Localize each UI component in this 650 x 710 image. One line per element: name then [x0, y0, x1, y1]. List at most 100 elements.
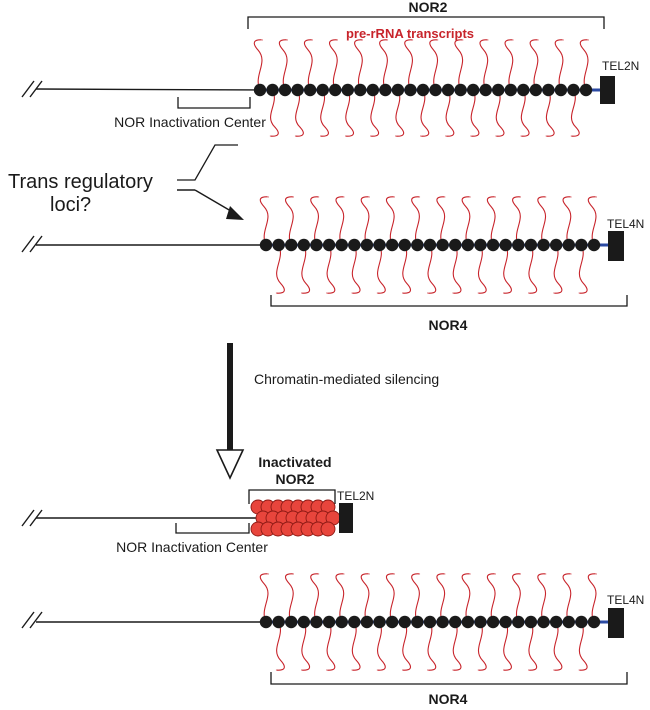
chromosome-break-mark — [29, 611, 43, 629]
pre-rrna-transcript — [454, 39, 464, 91]
rrna-gene-unit — [411, 615, 424, 629]
rrna-gene-unit — [335, 238, 348, 252]
rrna-gene-array — [253, 83, 593, 97]
pre-rrna-transcript — [326, 244, 336, 294]
rrna-gene-unit — [423, 238, 437, 252]
rrna-gene-unit — [554, 83, 568, 97]
chromosome-4-middle — [21, 196, 624, 294]
rrna-gene-unit — [360, 615, 374, 629]
pre-rrna-transcript — [545, 89, 555, 137]
pre-rrna-transcript — [477, 621, 487, 671]
pre-rrna-transcript — [562, 196, 572, 246]
pre-rrna-transcript — [512, 196, 521, 246]
arrowhead — [226, 206, 244, 220]
pre-rrna-transcript — [427, 621, 437, 671]
chromosome-break-mark — [21, 235, 35, 253]
rrna-gene-unit — [549, 615, 563, 629]
rrna-gene-array — [259, 238, 601, 252]
pre-rrna-transcript — [553, 621, 563, 671]
tel4n-label: TEL4N — [607, 217, 644, 231]
rrna-gene-unit — [348, 238, 361, 252]
rrna-gene-unit — [385, 238, 399, 252]
rrna-gene-unit — [404, 83, 417, 97]
rrna-gene-unit — [436, 615, 449, 629]
nor4-bracket — [270, 672, 628, 685]
pre-rrna-transcript — [320, 89, 329, 137]
rrna-gene-unit — [297, 615, 311, 629]
rrna-gene-unit — [474, 615, 487, 629]
chromosome-arm — [35, 88, 259, 91]
pre-rrna-transcript — [301, 244, 311, 294]
pre-rrna-transcript — [445, 89, 455, 137]
rrna-gene-unit — [266, 83, 279, 97]
pre-rrna-transcript — [436, 196, 446, 246]
pre-rrna-transcript — [354, 39, 363, 91]
rrna-gene-unit — [272, 238, 285, 252]
rrna-gene-unit — [329, 83, 342, 97]
rrna-gene-unit — [416, 83, 430, 97]
pre-rrna-transcript — [284, 573, 294, 623]
pre-rrna-transcript — [486, 196, 496, 246]
chromosome-break-mark — [21, 509, 35, 527]
inactivated-nor2-bracket — [248, 489, 336, 504]
rrna-gene-unit — [449, 238, 462, 252]
rrna-gene-unit — [373, 615, 386, 629]
pre-rrna-transcript — [479, 39, 489, 91]
pre-rrna-transcript — [278, 39, 288, 91]
pre-rrna-transcript — [495, 89, 505, 137]
pre-rrna-transcript — [520, 89, 530, 137]
pre-rrna-transcript — [360, 196, 370, 246]
telomere-block — [608, 231, 624, 261]
pre-rrna-transcript — [427, 244, 437, 294]
chromosome-break-mark — [29, 235, 43, 253]
nor2-bracket — [247, 16, 605, 29]
rrna-gene-unit — [385, 615, 399, 629]
pre-rrna-transcript — [351, 244, 361, 294]
pre-rrna-transcript — [461, 196, 471, 246]
pre-rrna-transcript — [295, 89, 304, 137]
pre-rrna-transcript — [276, 244, 285, 294]
nor4-label: NOR4 — [429, 317, 468, 333]
rrna-gene-unit — [366, 83, 380, 97]
trans-regulatory-label: Trans regulatory — [8, 171, 153, 193]
rrna-gene-unit — [504, 83, 517, 97]
transcript-group — [259, 196, 597, 294]
rrna-gene-unit — [517, 83, 530, 97]
rrna-gene-unit — [492, 83, 505, 97]
inactivated-label: Inactivated — [258, 454, 331, 470]
pre-rrna-transcript — [461, 573, 471, 623]
rrna-gene-unit — [354, 83, 367, 97]
rrna-gene-unit — [575, 615, 588, 629]
tel2n-label: TEL2N — [337, 489, 374, 503]
pre-rrna-transcript — [259, 573, 269, 623]
transcript-group — [259, 573, 597, 671]
rrna-gene-unit — [436, 238, 449, 252]
rrna-gene-unit — [567, 83, 580, 97]
rrna-gene-unit — [454, 83, 467, 97]
rrna-gene-unit — [466, 83, 480, 97]
condensed-rrna-unit — [320, 521, 336, 537]
rrna-gene-array — [259, 615, 601, 629]
rrna-gene-unit — [587, 238, 601, 252]
chromosome-break-mark — [21, 80, 35, 98]
pre-rrna-transcript — [404, 39, 414, 91]
rrna-gene-unit — [373, 238, 386, 252]
chromosome-break-mark — [21, 611, 35, 629]
pre-rrna-transcript — [411, 573, 420, 623]
pre-rrna-transcript — [504, 39, 514, 91]
rrna-gene-unit — [360, 238, 374, 252]
pre-rrna-transcript — [335, 196, 345, 246]
rrna-gene-unit — [486, 615, 500, 629]
silencing-arrow-shaft — [227, 343, 233, 450]
rrna-gene-unit — [423, 615, 437, 629]
rrna-gene-unit — [537, 615, 550, 629]
pre-rrna-transcript — [284, 196, 294, 246]
rrna-gene-unit — [587, 615, 601, 629]
pre-rrna-transcript — [328, 39, 338, 91]
rrna-gene-unit — [575, 238, 588, 252]
pre-rrna-transcript — [579, 39, 589, 91]
nor-inactivation-center-label: NOR Inactivation Center — [116, 539, 268, 555]
telomere-block — [608, 608, 624, 638]
pre-rrna-transcript — [385, 573, 395, 623]
